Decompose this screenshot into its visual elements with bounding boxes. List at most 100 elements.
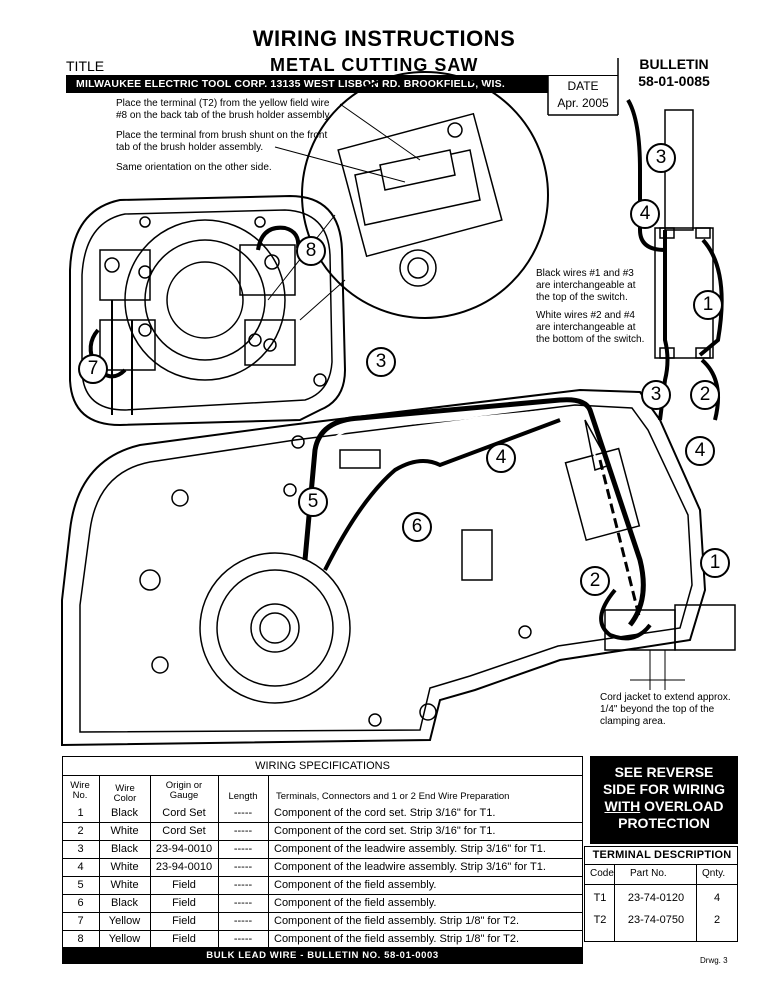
note-brush-shunt: Place the terminal from brush shunt on t… (116, 130, 328, 153)
description-cell: Component of the leadwire assembly. Stri… (274, 843, 546, 855)
divider (62, 775, 583, 776)
wire-color-cell: Yellow (108, 933, 141, 945)
date-label: DATE (567, 79, 599, 93)
length-cell: ----- (233, 933, 253, 945)
wire-number-cell: 3 (77, 843, 84, 855)
divider (62, 912, 583, 913)
divider (696, 864, 697, 942)
length-cell: ----- (233, 825, 253, 837)
note-white-wires: White wires #2 and #4 are interchangeabl… (536, 310, 645, 345)
title-label: TITLE (66, 58, 105, 74)
length-cell: ----- (233, 843, 253, 855)
callout-2: 2 (580, 566, 610, 596)
term-header-qty: Qnty. (702, 868, 726, 879)
col-header-wire-color: Wire Color (113, 783, 137, 804)
gauge-cell: 23-94-0010 (155, 843, 213, 855)
callout-4: 4 (486, 443, 516, 473)
divider (62, 822, 583, 823)
gauge-cell: 23-94-0010 (155, 861, 213, 873)
spec-table-title: WIRING SPECIFICATIONS (255, 760, 390, 772)
col-header-terminals: Terminals, Connectors and 1 or 2 End Wir… (276, 791, 510, 802)
term-header-part: Part No. (630, 868, 667, 879)
part-number-cell: 23-74-0120 (627, 892, 685, 904)
callout-3: 3 (646, 143, 676, 173)
note-terminal-t2: Place the terminal (T2) from the yellow … (116, 98, 332, 121)
callout-1: 1 (700, 548, 730, 578)
gauge-cell: Cord Set (162, 807, 206, 819)
description-cell: Component of the field assembly. (274, 879, 437, 891)
note-black-wires: Black wires #1 and #3 are interchangeabl… (536, 268, 636, 303)
description-cell: Component of the cord set. Strip 3/16" f… (274, 807, 496, 819)
divider (584, 884, 738, 885)
table-row: 1 Black Cord Set ----- Component of the cord… (62, 802, 583, 824)
wire-color-cell: Black (111, 897, 138, 909)
bulk-lead-wire-bar: BULK LEAD WIRE - BULLETIN NO. 58-01-0003 (62, 948, 583, 964)
wire-color-cell: Black (111, 807, 138, 819)
divider (584, 864, 738, 865)
product-name: METAL CUTTING SAW (270, 55, 479, 75)
wire-number-cell: 4 (77, 861, 84, 873)
wire-number-cell: 6 (77, 897, 84, 909)
gauge-cell: Field (172, 915, 196, 927)
header-rule (66, 75, 618, 76)
callout-7: 7 (78, 354, 108, 384)
terminal-code-cell: T2 (593, 914, 607, 926)
divider (62, 876, 583, 877)
terminal-table-title: TERMINAL DESCRIPTION (592, 849, 732, 861)
divider (99, 775, 100, 948)
length-cell: ----- (233, 915, 253, 927)
description-cell: Component of the cord set. Strip 3/16" f… (274, 825, 496, 837)
divider (62, 858, 583, 859)
callout-8: 8 (296, 236, 326, 266)
bulletin-number: 58-01-0085 (638, 73, 710, 89)
gauge-cell: Field (172, 879, 196, 891)
wire-number-cell: 1 (77, 807, 84, 819)
divider (150, 775, 151, 948)
col-header-wire-no: Wire No. (70, 780, 90, 801)
wire-number-cell: 8 (77, 933, 84, 945)
drawing-number: Drwg. 3 (700, 956, 728, 965)
divider (62, 894, 583, 895)
date-value: Apr. 2005 (557, 96, 609, 110)
bulletin-block: BULLETIN 58-01-0085 (618, 56, 730, 90)
description-cell: Component of the field assembly. Strip 1… (274, 915, 520, 927)
callout-2: 2 (690, 380, 720, 410)
description-cell: Component of the field assembly. Strip 1… (274, 933, 520, 945)
col-header-length: Length (228, 791, 258, 802)
quantity-cell: 4 (713, 892, 721, 904)
callout-4: 4 (685, 436, 715, 466)
callout-3: 3 (641, 380, 671, 410)
wiring-spec-table (62, 756, 583, 948)
terminal-code-cell: T1 (593, 892, 607, 904)
length-cell: ----- (233, 897, 253, 909)
callout-5: 5 (298, 487, 328, 517)
divider (62, 930, 583, 931)
wire-color-cell: White (110, 861, 139, 873)
bulletin-label: BULLETIN (639, 56, 709, 72)
quantity-cell: 2 (713, 914, 721, 926)
term-header-code: Code (590, 868, 614, 879)
divider (62, 840, 583, 841)
wire-color-cell: White (110, 879, 139, 891)
part-number-cell: 23-74-0750 (627, 914, 685, 926)
wire-number-cell: 2 (77, 825, 84, 837)
callout-6: 6 (402, 512, 432, 542)
wire-color-cell: Yellow (108, 915, 141, 927)
col-header-gauge: Origin or Gauge (165, 780, 203, 801)
callout-4: 4 (630, 199, 660, 229)
company-bar: MILWAUKEE ELECTRIC TOOL CORP. 13135 WEST… (66, 76, 548, 93)
length-cell: ----- (233, 807, 253, 819)
divider (218, 775, 219, 948)
document-title: WIRING INSTRUCTIONS (252, 26, 516, 51)
description-cell: Component of the leadwire assembly. Stri… (274, 861, 546, 873)
divider (614, 864, 615, 942)
wire-number-cell: 5 (77, 879, 84, 891)
